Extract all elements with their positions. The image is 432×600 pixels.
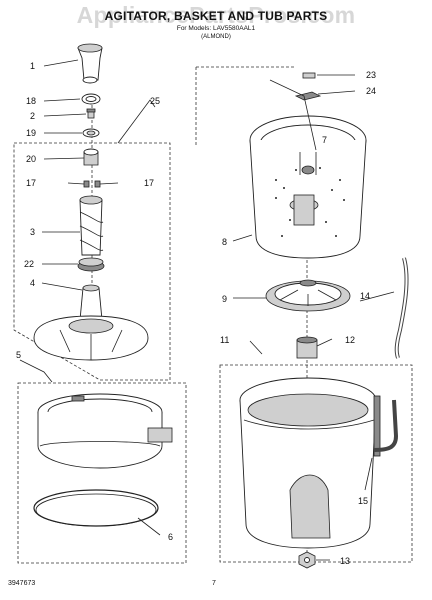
- leader-lines: [19, 59, 395, 561]
- basket-drive-hub: [265, 279, 351, 312]
- outer-tub: [239, 377, 381, 549]
- callout-17-left: 17: [26, 178, 36, 188]
- agitator-cam: [83, 148, 99, 166]
- ratchet-assembly: [77, 257, 105, 272]
- tub-ring-group-box: [17, 382, 187, 564]
- tub-ring: [37, 393, 173, 469]
- callout-5: 5: [16, 350, 21, 360]
- callout-24: 24: [366, 86, 376, 96]
- callout-14: 14: [360, 291, 370, 301]
- tub-nut: [298, 551, 316, 569]
- agitator-cap: [77, 43, 103, 84]
- callout-15: 15: [358, 496, 368, 506]
- callout-6: 6: [168, 532, 173, 542]
- variant-line: (ALMOND): [201, 34, 231, 40]
- callout-13: 13: [340, 556, 350, 566]
- page-title: AGITATOR, BASKET AND TUB PARTS: [104, 9, 328, 23]
- callout-12: 12: [345, 335, 355, 345]
- callout-19: 19: [26, 128, 36, 138]
- model-line: For Models: LAV5580AAL1: [176, 25, 256, 32]
- callout-17-right: 17: [144, 178, 154, 188]
- callout-23: 23: [366, 70, 376, 80]
- tub-seal: [296, 336, 318, 359]
- callout-9: 9: [222, 294, 227, 304]
- drive-block: [294, 91, 322, 101]
- agitator-dog-left: [83, 180, 90, 188]
- callout-11: 11: [220, 335, 229, 345]
- callout-7: 7: [322, 135, 327, 145]
- agitator-dog-right: [94, 180, 101, 188]
- drive-block-bolt: [302, 72, 316, 79]
- wash-basket: [249, 115, 367, 259]
- callout-18: 18: [26, 96, 36, 106]
- agitator-base: [33, 284, 149, 361]
- basket-group-box: [219, 364, 413, 563]
- callout-22: 22: [24, 259, 34, 269]
- callout-8: 8: [222, 237, 227, 247]
- callout-3: 3: [30, 227, 35, 237]
- footer-page-number: 7: [212, 580, 216, 587]
- callout-2: 2: [30, 111, 35, 121]
- agitator-group-box: [13, 142, 171, 381]
- footer-part-code: 3947673: [8, 580, 36, 587]
- tub-ring-retainer: [33, 489, 159, 527]
- callout-1: 1: [30, 61, 35, 71]
- callout-20: 20: [26, 154, 36, 164]
- agitator-auger: [79, 195, 104, 256]
- callout-25: 25: [150, 96, 160, 106]
- watermark: AppliancePartsPros.com: [76, 2, 356, 28]
- fill-tube: [373, 399, 399, 452]
- screw: [86, 108, 96, 119]
- callout-4: 4: [30, 278, 35, 288]
